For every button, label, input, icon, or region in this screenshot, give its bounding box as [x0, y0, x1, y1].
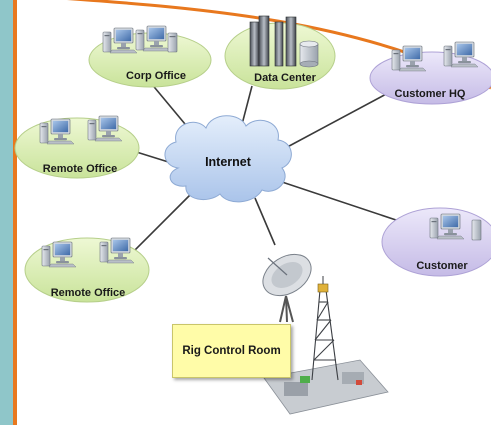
site-remote-office-1: Remote Office: [14, 115, 140, 179]
desktop-computer-icon: [167, 32, 178, 53]
internet-cloud: Internet: [164, 115, 292, 203]
drilling-rig-icon: [263, 276, 389, 415]
cloud-shape: [164, 115, 292, 203]
corp-office-label: Corp Office: [126, 70, 186, 82]
remote-office-2-label: Remote Office: [51, 287, 126, 299]
desktop-computer-icon: [471, 219, 482, 241]
database-cylinder-icon: [299, 40, 319, 68]
rig-control-room-label: Rig Control Room: [182, 345, 281, 357]
link-customer-hq: [277, 91, 391, 153]
customer-ellipse: [381, 207, 491, 277]
server-tower-icon: [249, 15, 270, 67]
left-frame-band: [0, 0, 13, 425]
customer-hq-label: Customer HQ: [395, 88, 466, 100]
data-center-label: Data Center: [254, 72, 316, 84]
site-corp-office: Corp Office: [88, 25, 212, 88]
customer-label: Customer: [416, 260, 468, 272]
link-remote-office-2: [124, 194, 191, 261]
link-rig: [254, 197, 276, 246]
site-data-center: Data Center: [224, 15, 336, 90]
remote-office-1-label: Remote Office: [43, 163, 118, 175]
link-customer: [269, 177, 403, 223]
site-customer: Customer: [381, 207, 491, 277]
server-tower-icon: [274, 16, 297, 67]
left-orange-rule: [13, 0, 17, 425]
site-customer-hq: Customer HQ: [369, 41, 491, 105]
rig-control-room-box: Rig Control Room: [172, 324, 291, 378]
satellite-dish-icon: [262, 253, 312, 323]
site-remote-office-2: Remote Office: [24, 237, 150, 303]
internet-label: Internet: [205, 155, 252, 169]
